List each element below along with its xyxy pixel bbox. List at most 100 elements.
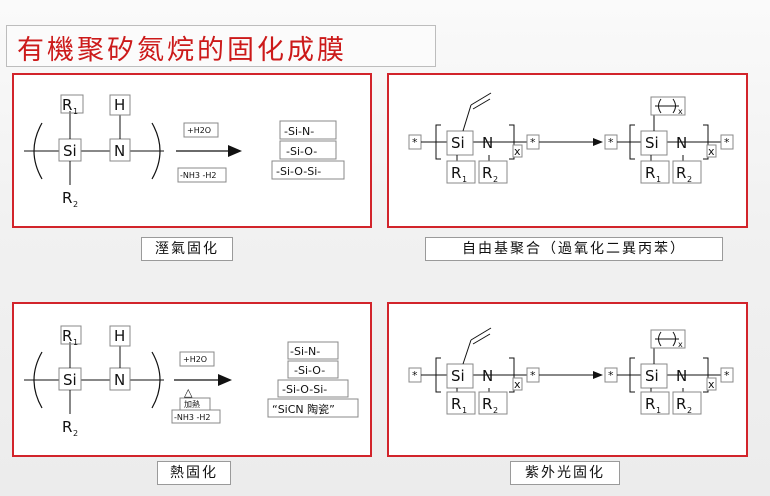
left-r2-box: [478, 391, 508, 415]
left-r1-box: [446, 160, 476, 184]
moisture-cure-diagram: Si N R 1 R 2 H +H2O -NH3 -H2 -Si-N- -Si-…: [24, 94, 345, 209]
h-box: [109, 325, 131, 347]
left-r1-sub: 1: [462, 406, 467, 415]
h-label: H: [114, 327, 125, 345]
reagent-bottom-box: [171, 409, 221, 424]
si-label: Si: [63, 142, 77, 160]
caption-thermal-cure: 熱固化: [157, 461, 231, 485]
reagent-top-box: [183, 122, 219, 138]
star-left: *: [412, 369, 418, 382]
star-end-box: [720, 367, 734, 383]
reagent-bottom-box: [177, 167, 227, 183]
right-n: N: [676, 367, 687, 385]
star-left: *: [412, 136, 418, 149]
h-label: H: [114, 96, 125, 114]
r1-label: R: [62, 327, 72, 345]
r1-subscript: 1: [73, 107, 78, 116]
title-box: 有機聚矽氮烷的固化成膜: [6, 25, 436, 67]
caption-uv-cure: 紫外光固化: [510, 461, 620, 485]
left-x-box: [512, 377, 523, 391]
right-r1-sub: 1: [656, 406, 661, 415]
product-1-box: [279, 120, 337, 140]
panel-moisture-cure: Si N R 1 R 2 H +H2O -NH3 -H2 -Si-N- -Si-…: [12, 73, 372, 228]
star-right: *: [608, 136, 614, 149]
r1-subscript: 1: [73, 338, 78, 347]
left-r2: R: [482, 164, 492, 182]
arrow-head: [593, 371, 603, 379]
chain-sub: x: [678, 107, 683, 116]
h-box: [109, 94, 131, 116]
panel-uv-cure: * Si N R 1 R 2 x * * Si N x: [387, 302, 748, 457]
heat-symbol: △: [184, 386, 193, 399]
left-r2-sub: 2: [493, 406, 498, 415]
r2-subscript: 2: [73, 200, 78, 209]
caption-moisture-cure: 溼氣固化: [141, 237, 233, 261]
r2-label: R: [62, 418, 72, 436]
right-si: Si: [645, 134, 659, 152]
left-vinyl-2: [470, 327, 492, 341]
r1-box: [60, 325, 82, 345]
page-title: 有機聚矽氮烷的固化成膜: [17, 35, 347, 66]
right-close-bracket: [703, 124, 709, 160]
left-vinyl-3: [472, 98, 491, 110]
uv-cure-diagram: * Si N R 1 R 2 x * * Si N x: [408, 327, 734, 415]
n-label: N: [114, 142, 125, 160]
reagent-bottom: -NH3 -H2: [174, 413, 211, 422]
right-r2-box: [672, 391, 702, 415]
right-n: N: [676, 134, 687, 152]
right-r2: R: [676, 395, 686, 413]
product-3: -Si-O-Si-: [276, 165, 321, 178]
product-3-box: [271, 160, 345, 180]
product-2: -Si-O-: [286, 145, 317, 158]
right-x-box: [706, 377, 717, 391]
r2-subscript: 2: [73, 429, 78, 438]
right-r1-sub: 1: [656, 175, 661, 184]
star-end: *: [724, 369, 730, 382]
left-r2-sub: 2: [493, 175, 498, 184]
left-r2: R: [482, 395, 492, 413]
product-4: “SiCN 陶瓷”: [272, 402, 335, 416]
star-end-box: [720, 134, 734, 150]
r2-label: R: [62, 189, 72, 207]
product-2-box: [287, 360, 339, 379]
star-mid: *: [530, 369, 536, 382]
right-si-box: [640, 130, 668, 156]
product-2: -Si-O-: [294, 364, 325, 377]
left-si: Si: [451, 367, 465, 385]
left-x: x: [514, 145, 521, 158]
left-open-bracket: [435, 124, 441, 160]
reagent-bottom: -NH3 -H2: [180, 171, 217, 180]
right-r2: R: [676, 164, 686, 182]
r1-box: [60, 94, 84, 114]
arrow-head: [228, 145, 242, 157]
panel-thermal-cure: Si N R 1 R 2 H +H2O △ 加熱 -NH3 -H2 -Si-N-…: [12, 302, 372, 457]
left-si-box: [446, 363, 474, 389]
arrow-head: [593, 138, 603, 146]
product-2-box: [279, 140, 337, 160]
left-vinyl-3: [472, 333, 491, 345]
left-vinyl-1: [462, 339, 472, 365]
product-1: -Si-N-: [284, 125, 314, 138]
arrow-head: [218, 374, 232, 386]
right-r1: R: [645, 164, 655, 182]
right-si: Si: [645, 367, 659, 385]
left-si: Si: [451, 134, 465, 152]
left-close-bracket: [509, 357, 515, 393]
right-r1-box: [640, 160, 670, 184]
right-open-bracket: [629, 357, 635, 393]
heat-label: 加熱: [184, 399, 200, 409]
reagent-top: +H2O: [183, 355, 207, 364]
left-si-box: [446, 130, 474, 156]
left-close-bracket: [509, 124, 515, 160]
right-r2-sub: 2: [687, 406, 692, 415]
product-3: -Si-O-Si-: [282, 383, 327, 396]
left-x-box: [512, 144, 523, 158]
panel-radical-polymerization: * Si N R 1 R 2 x * * Si N: [387, 73, 748, 228]
r1-label: R: [62, 96, 72, 114]
right-r1: R: [645, 395, 655, 413]
reagent-top-box: [179, 351, 215, 367]
radical-polymerization-diagram: * Si N R 1 R 2 x * * Si N: [408, 92, 734, 184]
left-r1: R: [451, 164, 461, 182]
left-r1: R: [451, 395, 461, 413]
product-4-box: [267, 398, 359, 418]
